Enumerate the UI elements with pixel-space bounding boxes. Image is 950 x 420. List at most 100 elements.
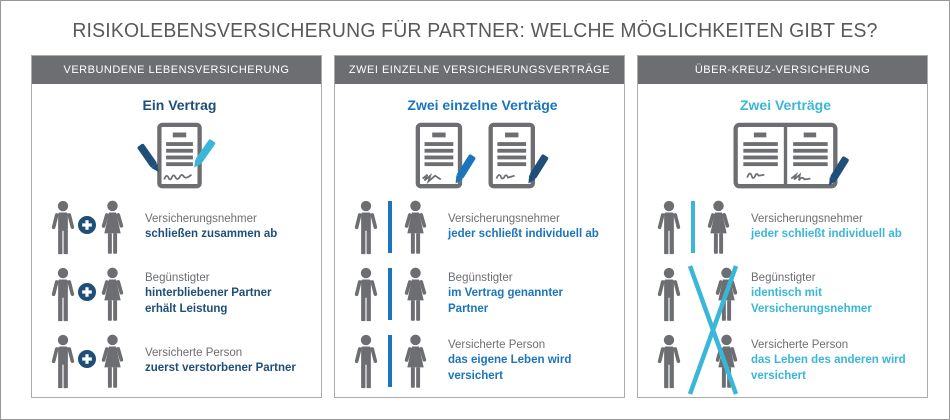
man-icon	[656, 334, 682, 389]
row-beguenstigter: Begünstigter hinterbliebener Partner erh…	[50, 263, 309, 325]
row-versicherungsnehmer: Versicherungsnehmer jeder schließt indiv…	[656, 196, 915, 258]
contract-illustration	[353, 120, 612, 192]
row-versicherte-person: Versicherte Person das Leben des anderen…	[656, 330, 915, 392]
row-detail: das eigene Leben wird versichert	[448, 354, 572, 382]
panel-subtitle: Zwei einzelne Verträge	[407, 97, 558, 113]
man-icon	[353, 267, 379, 322]
row-label: Begünstigter	[145, 272, 210, 285]
couple-divider-icons	[353, 334, 448, 389]
panels-container: VERBUNDENE LEBENSVERSICHERUNG Ein Vertra…	[31, 55, 928, 398]
row-label: Versicherte Person	[448, 339, 546, 352]
couple-plus-icons	[50, 200, 145, 255]
panel-zwei-einzelne-vertraege: ZWEI EINZELNE VERSICHERUNGSVERTRÄGE Zwei…	[334, 55, 625, 398]
row-text: Versicherungsnehmer jeder schließt indiv…	[751, 212, 915, 242]
row-detail: identisch mit Versicherungsnehmer	[751, 287, 872, 315]
woman-icon	[98, 334, 127, 389]
couple-plus-icons	[50, 267, 145, 322]
panel-header: ZWEI EINZELNE VERSICHERUNGSVERTRÄGE	[335, 56, 624, 84]
woman-icon	[401, 267, 430, 322]
navy-pen-icon	[829, 155, 849, 185]
row-text: Versicherte Person das Leben des anderen…	[751, 338, 915, 384]
couple-cross-icons	[656, 267, 751, 322]
panel-header: ÜBER-KREUZ-VERSICHERUNG	[638, 56, 927, 84]
info-rows: Versicherungsnehmer schließen zusammen a…	[50, 196, 309, 392]
row-text: Begünstigter im Vertrag genannter Partne…	[448, 271, 612, 317]
row-detail: hinterbliebener Partner erhält Leistung	[145, 287, 272, 315]
man-icon	[50, 267, 76, 322]
row-versicherungsnehmer: Versicherungsnehmer schließen zusammen a…	[50, 196, 309, 258]
row-detail: das Leben des anderen wird versichert	[751, 354, 906, 382]
row-versicherte-person: Versicherte Person das eigene Leben wird…	[353, 330, 612, 392]
page-title: RISIKOLEBENSVERSICHERUNG FÜR PARTNER: WE…	[72, 20, 878, 42]
row-text: Versicherte Person das eigene Leben wird…	[448, 338, 612, 384]
couple-divider-icons	[353, 200, 448, 255]
man-icon	[353, 200, 379, 255]
cyan-pen-icon	[194, 138, 216, 168]
man-icon	[50, 200, 76, 255]
couple-divider-icons	[353, 267, 448, 322]
row-versicherte-person: Versicherte Person zuerst verstorbener P…	[50, 330, 309, 392]
couple-plus-icons	[50, 334, 145, 389]
row-text: Versicherte Person zuerst verstorbener P…	[145, 346, 309, 376]
row-label: Versicherungsnehmer	[751, 212, 863, 225]
single-contract-two-pens-icon	[137, 122, 216, 188]
man-icon	[353, 334, 379, 389]
row-label: Versicherte Person	[751, 339, 849, 352]
row-beguenstigter: Begünstigter identisch mit Versicherungs…	[656, 263, 915, 325]
couple-cross-icons	[656, 334, 751, 389]
navy-pen-icon	[527, 154, 548, 183]
woman-icon	[712, 334, 741, 389]
row-beguenstigter: Begünstigter im Vertrag genannter Partne…	[353, 263, 612, 325]
row-detail: im Vertrag genannter Partner	[448, 287, 564, 315]
panel-body: Ein Vertrag	[32, 84, 321, 397]
crossed-rows-group: Begünstigter identisch mit Versicherungs…	[656, 263, 915, 395]
panel-subtitle: Zwei Verträge	[739, 97, 832, 113]
row-label: Begünstigter	[448, 272, 513, 285]
row-text: Begünstigter hinterbliebener Partner erh…	[145, 271, 309, 317]
panel-header-label: ZWEI EINZELNE VERSICHERUNGSVERTRÄGE	[348, 64, 611, 76]
row-label: Versicherungsnehmer	[448, 212, 560, 225]
man-icon	[656, 200, 682, 255]
man-icon	[50, 334, 76, 389]
woman-icon	[98, 267, 127, 322]
panel-subtitle: Ein Vertrag	[142, 97, 217, 113]
info-rows: Versicherungsnehmer jeder schließt indiv…	[656, 196, 915, 395]
woman-icon	[98, 200, 127, 255]
row-detail: jeder schließt individuell ab	[751, 228, 902, 240]
info-rows: Versicherungsnehmer jeder schließt indiv…	[353, 196, 612, 392]
couple-divider-icons	[656, 200, 751, 255]
row-label: Versicherte Person	[145, 346, 243, 359]
row-text: Begünstigter identisch mit Versicherungs…	[751, 271, 915, 317]
vertical-divider-line	[691, 201, 695, 253]
double-page-contract-icon	[733, 122, 849, 188]
woman-icon	[704, 200, 733, 255]
panel-body: Zwei einzelne Verträge	[335, 84, 624, 397]
panel-body: Zwei Verträge	[638, 84, 927, 397]
panel-verbundene-lebensversicherung: VERBUNDENE LEBENSVERSICHERUNG Ein Vertra…	[31, 55, 322, 398]
panel-header-label: ÜBER-KREUZ-VERSICHERUNG	[694, 64, 871, 76]
contract-illustration	[50, 120, 309, 192]
man-icon	[656, 267, 682, 322]
woman-icon	[401, 200, 430, 255]
two-contracts-icon	[415, 122, 548, 188]
woman-icon	[401, 334, 430, 389]
row-text: Versicherungsnehmer schließen zusammen a…	[145, 212, 309, 242]
panel-ueber-kreuz-versicherung: ÜBER-KREUZ-VERSICHERUNG Zwei Verträge	[637, 55, 928, 398]
contract-illustration	[656, 120, 915, 192]
panel-header-label: VERBUNDENE LEBENSVERSICHERUNG	[63, 64, 290, 76]
vertical-divider-line	[388, 335, 392, 387]
row-detail: jeder schließt individuell ab	[448, 228, 599, 240]
row-versicherungsnehmer: Versicherungsnehmer jeder schließt indiv…	[353, 196, 612, 258]
woman-icon	[712, 267, 741, 322]
blue-pen-icon	[455, 154, 475, 183]
row-label: Versicherungsnehmer	[145, 212, 257, 225]
row-detail: schließen zusammen ab	[145, 228, 278, 240]
vertical-divider-line	[388, 201, 392, 253]
navy-pen-icon	[137, 143, 159, 172]
vertical-divider-line	[388, 268, 392, 320]
plus-icon	[76, 348, 98, 370]
row-text: Versicherungsnehmer jeder schließt indiv…	[448, 212, 612, 242]
row-label: Begünstigter	[751, 272, 816, 285]
panel-header: VERBUNDENE LEBENSVERSICHERUNG	[32, 56, 321, 84]
